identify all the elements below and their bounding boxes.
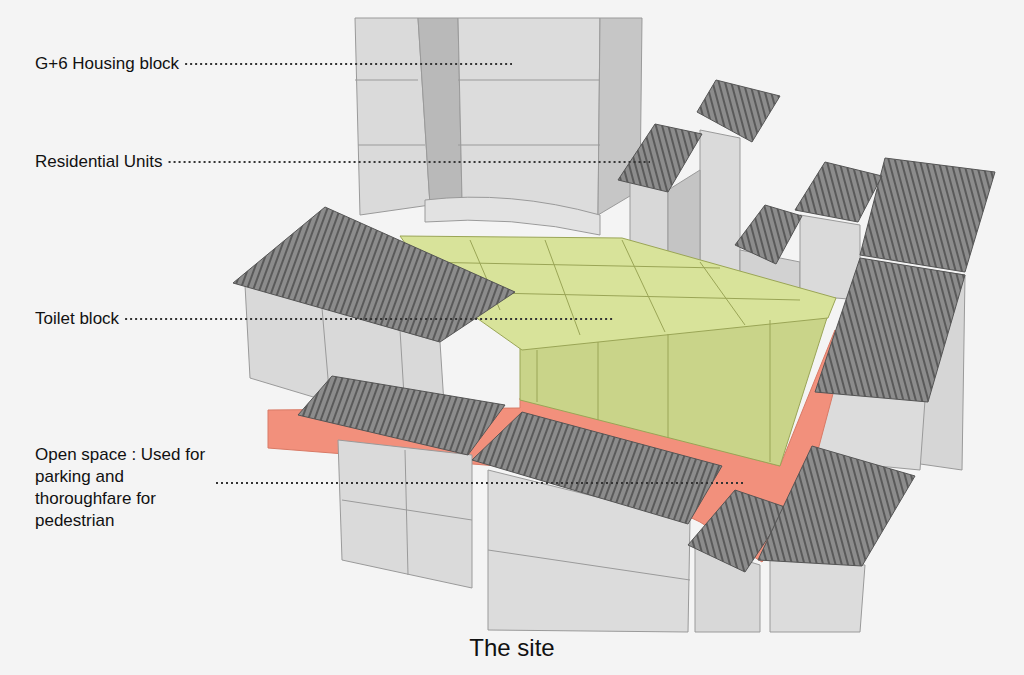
roof (618, 124, 702, 192)
callout-label: G+6 Housing block (35, 53, 179, 75)
wall-face (700, 130, 740, 275)
roof (233, 207, 515, 342)
column (598, 342, 599, 420)
wall-shadow (418, 18, 462, 205)
roof (472, 412, 722, 524)
roof (795, 162, 882, 222)
wall-face (458, 18, 600, 215)
leader-line (125, 318, 613, 320)
wall-face (355, 18, 430, 215)
leader-line (185, 63, 512, 65)
roof (298, 376, 505, 455)
floor-line (458, 80, 600, 81)
column (770, 320, 771, 462)
grid-line (700, 262, 745, 325)
wall-face (770, 560, 865, 632)
callout-label: Open space : Used for parking and thorou… (35, 444, 210, 532)
grid-line (545, 240, 580, 335)
floor-line (358, 145, 425, 146)
roof (815, 258, 965, 402)
roof (758, 446, 915, 566)
wall-line (488, 550, 690, 580)
wall-face (338, 440, 472, 588)
column (668, 334, 669, 438)
roof (735, 205, 802, 264)
grid-line (420, 262, 720, 268)
caption: The site (469, 633, 554, 663)
housing-block (355, 18, 642, 235)
column (537, 350, 538, 402)
leader-line (169, 161, 650, 163)
roof (697, 80, 780, 142)
arch (425, 197, 600, 235)
wall-line (405, 450, 408, 575)
callout-label: Toilet block (35, 308, 119, 330)
wall-line (342, 500, 472, 520)
floor-line (355, 80, 418, 81)
floor-line (458, 145, 600, 146)
grid-line (622, 240, 665, 332)
leader-line (216, 482, 745, 484)
callout-label: Residential Units (35, 151, 163, 173)
corrugated-roofs (233, 80, 995, 572)
